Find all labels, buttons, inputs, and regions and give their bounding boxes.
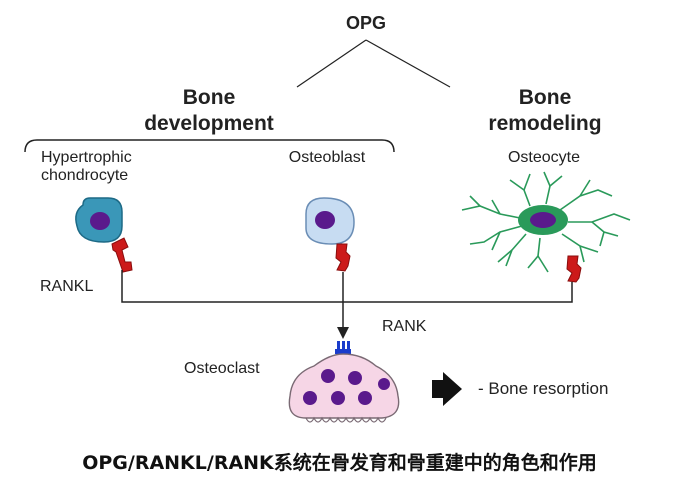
bone-development-line2: development (144, 112, 274, 135)
development-bracket (24, 139, 395, 153)
chondrocyte-label-line1: Hypertrophic (41, 149, 132, 166)
osteoblast-label: Osteoblast (289, 149, 366, 166)
osteoblast-nucleus (315, 211, 335, 229)
osteoclast-nucleus (378, 378, 390, 390)
rank-label: RANK (382, 318, 427, 335)
opg-branch-right (365, 39, 451, 88)
rankl-osteocyte (566, 255, 582, 283)
opg-rankl-rank-diagram: OPG Bone development Bone remodeling Hyp… (24, 13, 631, 423)
rankl-osteoblast (335, 243, 351, 272)
outcome-arrow-icon (432, 372, 462, 406)
rankl-connector-line (121, 270, 573, 303)
osteoclast-nucleus (331, 391, 345, 405)
osteoclast-label: Osteoclast (184, 360, 260, 377)
bone-remodeling-line2: remodeling (488, 112, 601, 135)
chondrocyte-cell (75, 197, 123, 243)
rankl-chondrocyte (111, 237, 133, 273)
osteoclast-nucleus (348, 371, 362, 385)
osteocyte-nucleus (530, 212, 556, 228)
rankl-label: RANKL (40, 278, 93, 295)
chondrocyte-nucleus (90, 212, 110, 230)
osteoclast-nucleus (303, 391, 317, 405)
ruffled-border (305, 416, 387, 423)
rank-receptor (335, 341, 351, 354)
osteoclast-nucleus (358, 391, 372, 405)
opg-branch-left (296, 39, 367, 88)
bone-resorption-label: - Bone resorption (478, 379, 608, 398)
bone-remodeling-line1: Bone (519, 86, 572, 109)
osteocyte-label: Osteocyte (508, 149, 580, 166)
osteoblast-cell (305, 197, 355, 245)
chondrocyte-label-line2: chondrocyte (41, 167, 128, 184)
osteoclast-nucleus (321, 369, 335, 383)
osteocyte-cell (461, 171, 631, 273)
figure-caption: OPG/RANKL/RANK系统在骨发育和骨重建中的角色和作用 (82, 452, 597, 474)
arrow-to-rank (337, 327, 349, 339)
opg-label: OPG (346, 13, 386, 33)
bone-development-line1: Bone (183, 86, 236, 109)
osteoclast-cell (288, 353, 400, 423)
